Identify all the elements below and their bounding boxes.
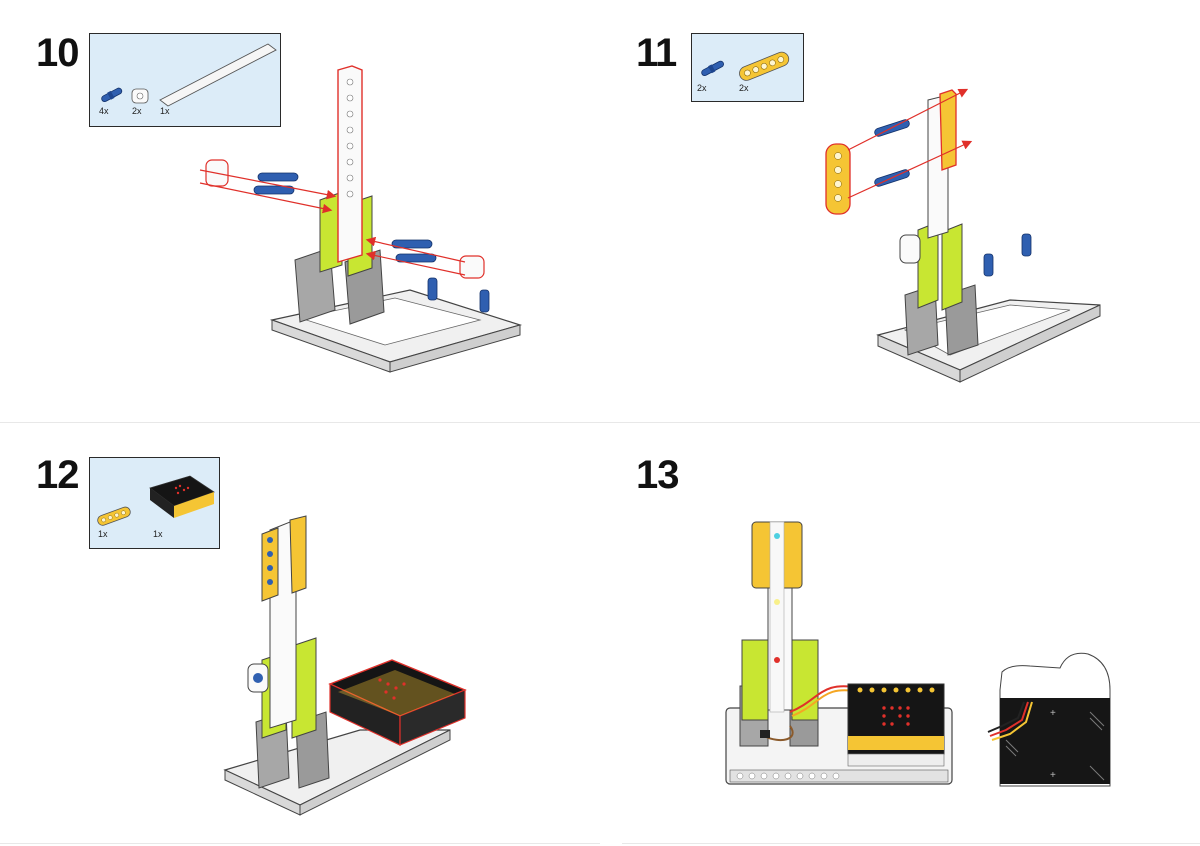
step-11-number: 11	[636, 31, 677, 75]
yellow-beam-icon	[739, 51, 790, 81]
right-connector	[459, 255, 485, 279]
assembly-arrows	[199, 169, 466, 276]
step-10-parts-box: 4x 2x 1x	[89, 33, 281, 127]
horizontal-divider	[0, 422, 1200, 423]
right-pins	[391, 239, 437, 263]
microbit-expansion-board	[328, 659, 467, 746]
step-12-assembly-illustration	[223, 515, 467, 816]
step-10-qty-pin: 4x	[99, 106, 109, 116]
yellow-beam-left	[825, 143, 851, 215]
battery-holder: + +	[987, 652, 1111, 787]
step-10-number: 10	[36, 31, 79, 75]
white-long-beam-icon	[159, 43, 277, 107]
assembly-arrows	[847, 88, 973, 199]
step-11-qty-beam: 2x	[739, 83, 749, 93]
white-connector	[247, 663, 269, 693]
blue-pin-icon	[701, 60, 724, 76]
step-10-assembly-illustration	[199, 65, 523, 373]
microbit-board-icon	[149, 475, 215, 518]
step-10-qty-connector: 2x	[132, 106, 142, 116]
white-connector	[899, 234, 921, 264]
tall-white-beam	[337, 65, 363, 263]
base-frame	[876, 299, 1101, 383]
white-connector-icon	[131, 88, 149, 104]
step-12-qty-beam: 1x	[98, 529, 108, 539]
step-12-parts-icons	[97, 475, 215, 526]
left-pins	[253, 172, 299, 195]
bottom-divider-left	[0, 843, 600, 844]
step-10-parts-icons	[101, 43, 277, 107]
svg-text:+: +	[1050, 708, 1056, 719]
bottom-divider-right	[622, 843, 1200, 844]
tall-beam-with-led-strip	[751, 521, 803, 713]
step-11-assembly-illustration	[825, 88, 1101, 383]
svg-text:+: +	[1050, 770, 1056, 781]
step-12-qty-board: 1x	[153, 529, 163, 539]
step-12-parts-box: 1x 1x	[89, 457, 220, 549]
step-11-parts-box: 2x 2x	[691, 33, 804, 102]
step-12-number: 12	[36, 453, 79, 497]
blue-pin-icon	[101, 87, 123, 102]
step-11-qty-pin: 2x	[697, 83, 707, 93]
lime-uprights	[741, 639, 819, 721]
tall-beams	[261, 515, 307, 729]
microbit-expansion-board	[847, 683, 945, 767]
step-13-number: 13	[636, 453, 679, 497]
step-10-qty-beam: 1x	[160, 106, 170, 116]
standing-blue-pins	[427, 277, 490, 313]
step-11-parts-icons	[701, 51, 790, 81]
yellow-beam-icon	[97, 506, 131, 526]
